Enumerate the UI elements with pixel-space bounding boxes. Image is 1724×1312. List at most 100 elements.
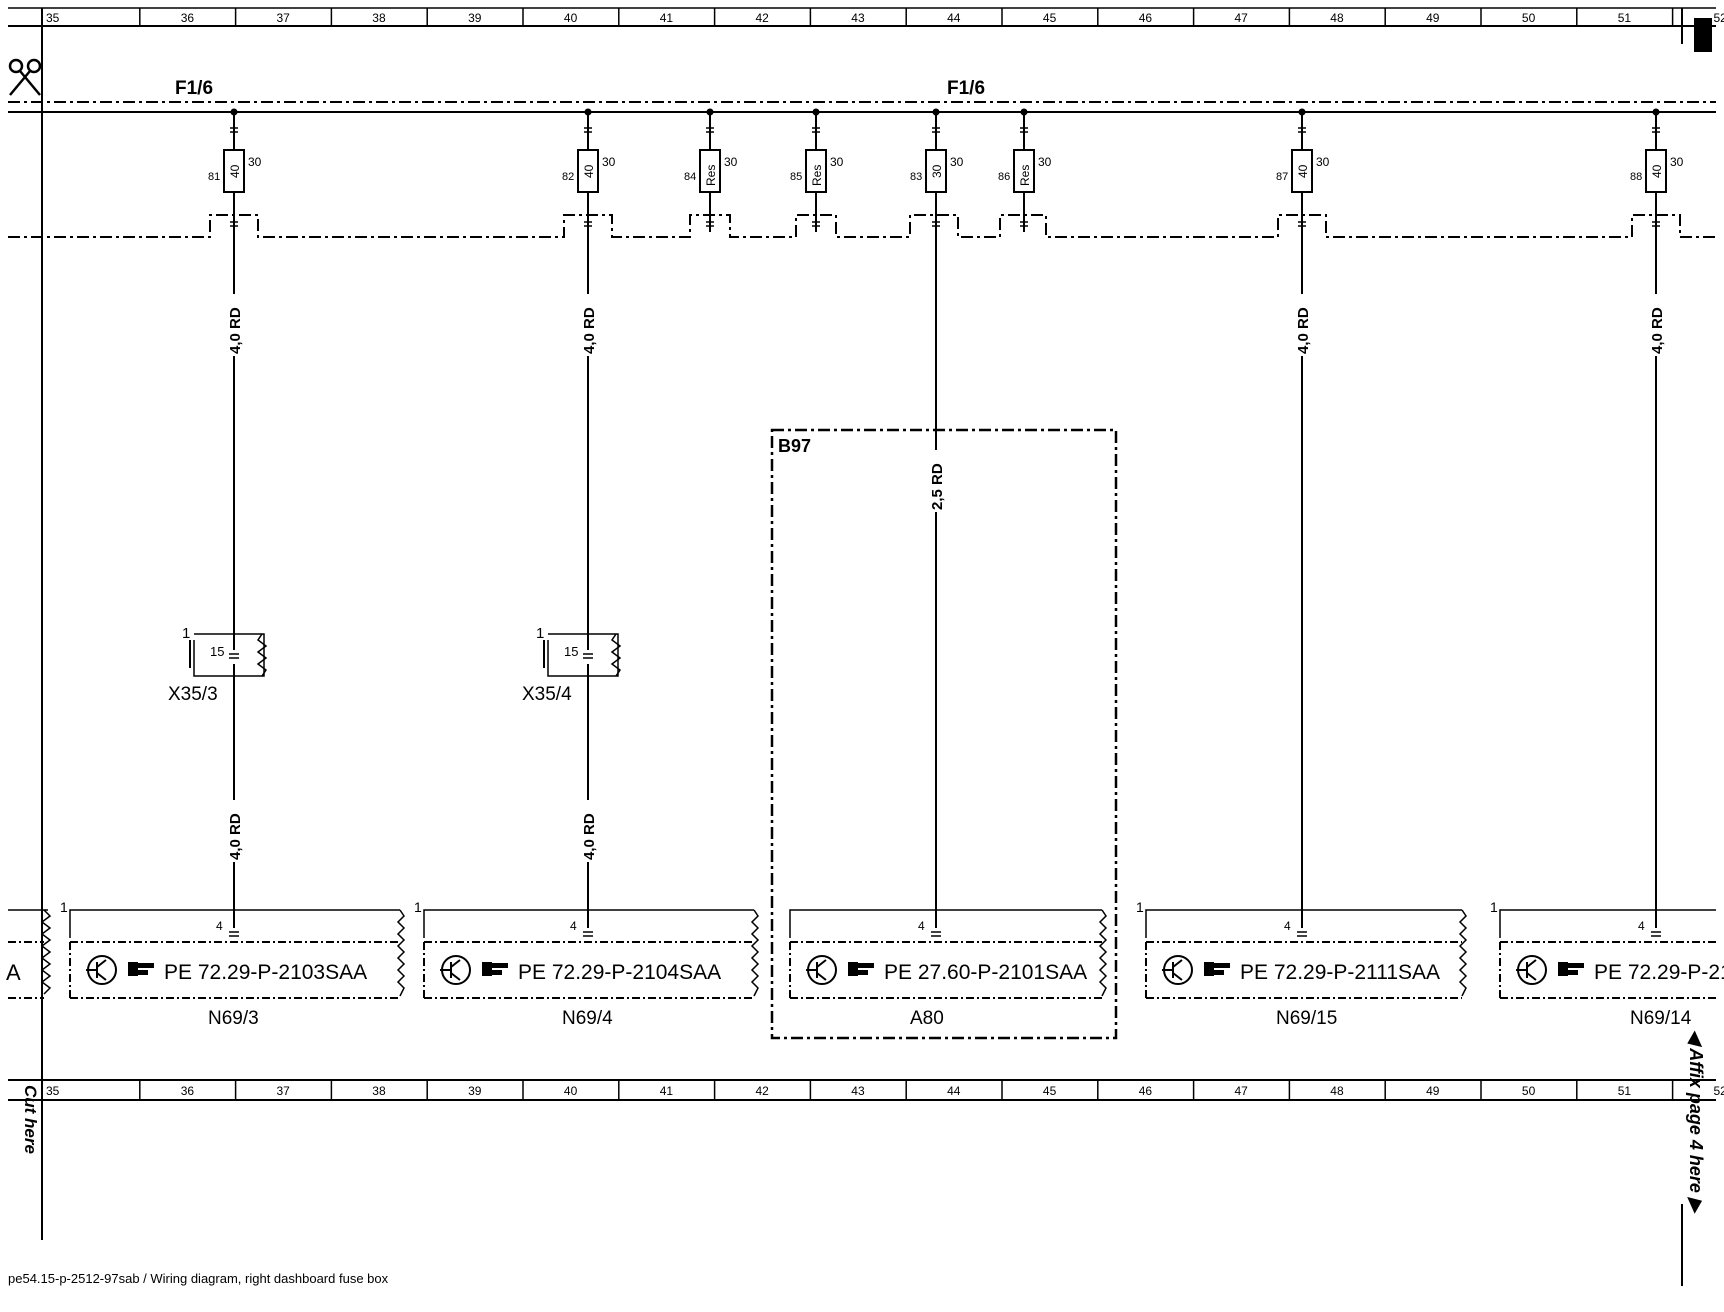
- fuse-pin: 30: [950, 155, 964, 169]
- fuse-87: 40 30 87: [1276, 108, 1330, 232]
- connector-num: 1: [182, 625, 190, 642]
- module-ref: PE 72.29-P-2111SAA: [1240, 961, 1440, 984]
- fuse-pin: 30: [1038, 155, 1052, 169]
- grid-number: 35: [46, 11, 60, 25]
- grid-number: 37: [277, 11, 291, 25]
- fuse-pin: 30: [1670, 155, 1684, 169]
- transistor-icon: [86, 955, 117, 985]
- hand-pointer-icon: [1558, 962, 1584, 976]
- grid-number: 37: [277, 1084, 291, 1098]
- module-name: N69/3: [208, 1008, 259, 1029]
- grid-number: 51: [1618, 11, 1632, 25]
- fuse-81: 40 30 81: [208, 108, 262, 232]
- module-num: 1: [414, 899, 422, 915]
- grid-number: 44: [947, 11, 961, 25]
- grid-number: 49: [1426, 11, 1440, 25]
- wire-label-n69-3-bottom: 4,0 RD: [227, 813, 244, 860]
- fuse-box-rail: [8, 101, 1716, 113]
- rail-label-left: F1/6: [175, 78, 213, 99]
- module-n69-3: 4 1 PE 72.29-P-2103SAA N69/3: [60, 899, 406, 1029]
- fuse-rating: 40: [1296, 164, 1310, 178]
- module-num: 1: [1490, 899, 1498, 915]
- grid-number: 36: [181, 11, 195, 25]
- module-ref: PE 72.29-P-2103SAA: [164, 961, 367, 984]
- footer-caption: pe54.15-p-2512-97sab / Wiring diagram, r…: [8, 1271, 389, 1286]
- grid-number: 51: [1618, 1084, 1632, 1098]
- module-name: A80: [910, 1008, 944, 1029]
- fuse-83: 30 30 83: [910, 108, 964, 232]
- grid-number: 43: [851, 11, 865, 25]
- fuse-id: 84: [684, 171, 696, 183]
- grid-number: 35: [46, 1084, 60, 1098]
- fuse-rating: 40: [582, 164, 596, 178]
- module-pin: 4: [216, 919, 223, 933]
- hand-pointer-icon: [1204, 962, 1230, 976]
- fuse-pin: 30: [724, 155, 738, 169]
- svg-text:A: A: [6, 960, 21, 985]
- fuse-pin: 30: [1316, 155, 1330, 169]
- fuse-id: 83: [910, 171, 922, 183]
- fuse-id: 81: [208, 171, 220, 183]
- grid-number: 39: [468, 11, 482, 25]
- grid-number: 46: [1139, 1084, 1153, 1098]
- fuse-rating: 40: [1650, 164, 1664, 178]
- fuse-rating: 40: [228, 164, 242, 178]
- grid-number: 41: [660, 1084, 674, 1098]
- fuse-rating: 30: [930, 164, 944, 178]
- hand-pointer-icon: [482, 962, 508, 976]
- fuse-id: 86: [998, 171, 1010, 183]
- wire-label-n69-4-bottom: 4,0 RD: [581, 813, 598, 860]
- module-ref: PE 72.29-P-21: [1594, 961, 1724, 984]
- fuse-rating: Res: [704, 165, 718, 186]
- grid-number: 47: [1235, 1084, 1249, 1098]
- transistor-icon: [806, 955, 837, 985]
- grid-number: 45: [1043, 11, 1057, 25]
- grid-number: 39: [468, 1084, 482, 1098]
- affix-here-text: Affix page 4 here: [1686, 1048, 1706, 1193]
- b97-boundary: [770, 428, 1118, 1040]
- partial-module-left: A: [6, 909, 52, 999]
- fuse-pin: 30: [830, 155, 844, 169]
- grid-number: 49: [1426, 1084, 1440, 1098]
- wire-label-n69-3-top: 4,0 RD: [227, 307, 244, 354]
- module-name: N69/15: [1276, 1008, 1337, 1029]
- scissors-icon: [8, 58, 42, 96]
- affix-here-label: ◀ Affix page 4 here ▶: [1685, 1030, 1706, 1212]
- grid-number: 46: [1139, 11, 1153, 25]
- rail-label-mid: F1/6: [947, 78, 985, 99]
- module-num: 1: [1136, 899, 1144, 915]
- page-marker: [1694, 18, 1712, 52]
- grid-number: 50: [1522, 11, 1536, 25]
- cut-here-label: Cut here: [21, 1085, 40, 1154]
- grid-number: 44: [947, 1084, 961, 1098]
- transistor-icon: [440, 955, 471, 985]
- fuse-rating: Res: [810, 165, 824, 186]
- connector-pin: 15: [210, 644, 224, 659]
- wire-label-n69-14: 4,0 RD: [1649, 307, 1666, 354]
- grid-number: 42: [756, 11, 770, 25]
- affix-arrow-bottom-icon: ▶: [1686, 1197, 1706, 1212]
- affix-arrow-top-icon: ◀: [1686, 1030, 1706, 1044]
- module-pin: 4: [1638, 919, 1645, 933]
- fuse-84: Res 30 84: [684, 108, 738, 232]
- grid-number: 48: [1330, 1084, 1344, 1098]
- module-ref: PE 27.60-P-2101SAA: [884, 961, 1087, 984]
- grid-number: 50: [1522, 1084, 1536, 1098]
- grid-number: 47: [1235, 11, 1249, 25]
- fuse-id: 87: [1276, 171, 1288, 183]
- grid-number: 43: [851, 1084, 865, 1098]
- module-pin: 4: [918, 919, 925, 933]
- grid-number: 52: [1714, 1084, 1724, 1098]
- module-num: 1: [60, 899, 68, 915]
- fuse-pin: 30: [248, 155, 262, 169]
- module-ref: PE 72.29-P-2104SAA: [518, 961, 721, 984]
- grid-number: 40: [564, 11, 578, 25]
- module-pin: 4: [570, 919, 577, 933]
